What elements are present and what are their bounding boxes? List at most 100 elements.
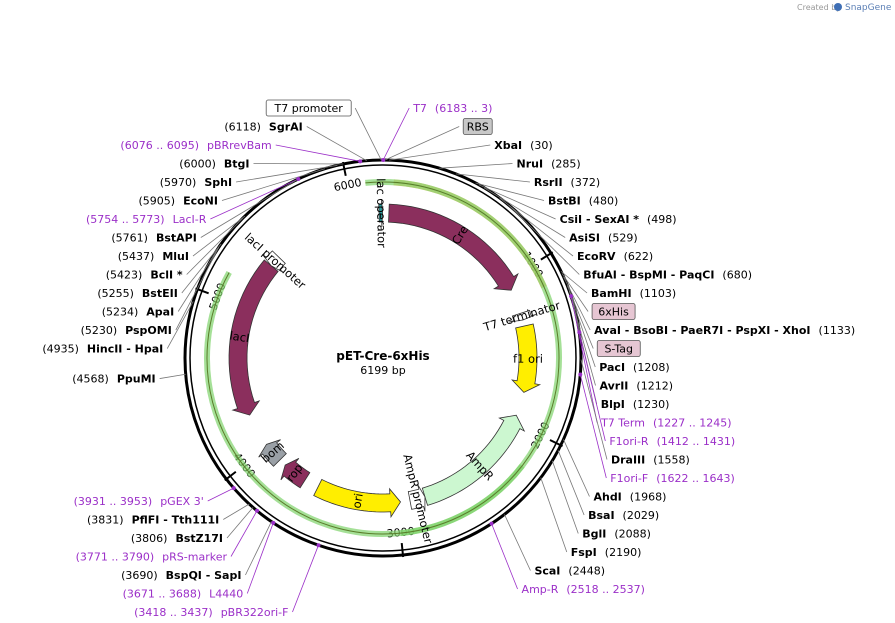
site-bstbi[interactable]: BstBI(480) [548, 195, 618, 208]
boxed-feature-s-tag[interactable] [596, 340, 641, 357]
boxed-feature-6xhis[interactable] [591, 303, 636, 320]
feature-ampr[interactable] [421, 414, 526, 506]
site-avrii[interactable]: AvrII(1212) [600, 380, 673, 393]
site-name: SgrAI [269, 121, 303, 134]
site-name: DraIII [611, 454, 645, 467]
leader-line [475, 182, 545, 201]
feature-laci[interactable] [228, 259, 279, 416]
site-name: BstAPI [156, 232, 197, 245]
site-blpi[interactable]: BlpI(1230) [601, 398, 670, 411]
site-bstz17i[interactable]: (3806)BstZ17I [131, 532, 223, 545]
site-ppumi[interactable]: (4568)PpuMI [72, 373, 155, 386]
feature-t7-terminator[interactable] [508, 309, 537, 323]
primer-amp-r[interactable]: Amp-R(2518 .. 2537) [522, 583, 645, 596]
site-mlui[interactable]: (5437)MluI [118, 250, 189, 263]
outer-arc-group [204, 179, 562, 537]
site-apai[interactable]: (5234)ApaI [102, 306, 174, 319]
primer-f1ori-f[interactable]: F1ori-F(1622 .. 1643) [610, 472, 735, 485]
site-hincii-hpai[interactable]: (4935)HincII - HpaI [42, 343, 163, 356]
site-bcli[interactable]: (5423)BclI * [106, 269, 183, 282]
site-position: (480) [589, 195, 619, 208]
site-sgrai[interactable]: (6118)SgrAI [224, 121, 302, 134]
primer-prs-marker[interactable]: (3771 .. 3790)pRS-marker [76, 551, 228, 564]
primer-range: (1622 .. 1643) [656, 472, 735, 485]
site-rsrii[interactable]: RsrII(372) [534, 176, 600, 189]
feature-laci-promoter[interactable] [262, 250, 286, 273]
feature-rop[interactable] [280, 458, 311, 489]
feature-cre[interactable] [388, 203, 519, 291]
tick-2000 [549, 439, 563, 448]
site-paci[interactable]: PacI(1208) [599, 361, 669, 374]
boxed-feature-label: RBS [467, 121, 489, 134]
tick-1000 [540, 251, 554, 261]
leader-line [563, 276, 591, 331]
site-scai[interactable]: ScaI(2448) [534, 565, 605, 578]
site-position: (1208) [633, 361, 670, 374]
boxed-feature-label: T7 promoter [274, 102, 344, 115]
site-xbai[interactable]: XbaI(30) [494, 139, 552, 152]
site-draiii[interactable]: DraIII(1558) [611, 454, 690, 467]
brand-text: SnapGene [845, 3, 892, 13]
site-pflfi-tth111i[interactable]: (3831)PflFI - Tth111I [87, 514, 219, 527]
site-fspi[interactable]: FspI(2190) [571, 546, 642, 559]
leader-line [439, 163, 513, 169]
site-pspomi[interactable]: (5230)PspOMI [81, 324, 172, 337]
site-ahdi[interactable]: AhdI(1968) [593, 491, 666, 504]
site-bstapi[interactable]: (5761)BstAPI [111, 232, 196, 245]
primer-name: F1ori-R [609, 435, 649, 448]
feature-f1-ori[interactable] [511, 323, 542, 393]
site-bfuai-bspmi-paqci[interactable]: BfuAI - BspMI - PaqCI(680) [583, 269, 752, 282]
feature-bom[interactable] [258, 439, 287, 467]
primer-mark [358, 159, 363, 164]
leader-line [382, 107, 410, 161]
primer-l4440[interactable]: (3671 .. 3688)L4440 [123, 588, 244, 601]
site-bspqi-sapi[interactable]: (3690)BspQI - SapI [121, 569, 241, 582]
feature-ori[interactable] [313, 478, 402, 519]
site-bsai[interactable]: BsaI(2029) [588, 509, 659, 522]
leader-line [306, 126, 367, 162]
site-btgi[interactable]: (6000)BtgI [179, 158, 249, 171]
site-bsteii[interactable]: (5255)BstEII [97, 287, 177, 300]
site-asisi[interactable]: AsiSI(529) [569, 232, 637, 245]
site-bgli[interactable]: BglI(2088) [582, 528, 651, 541]
site-position: (4935) [42, 343, 79, 356]
tick-4000 [224, 470, 237, 482]
primer-t7-term[interactable]: T7 Term(1227 .. 1245) [600, 417, 731, 430]
primer-range: (6076 .. 6095) [120, 139, 199, 152]
leader-line [478, 184, 556, 220]
site-avai-bsobi-paer7i-pspxi-xhoi[interactable]: AvaI - BsoBI - PaeR7I - PspXI - XhoI(113… [594, 324, 855, 337]
leader-line [504, 514, 531, 571]
feature-ampr-promoter[interactable] [407, 484, 426, 512]
primer-name: T7 Term [600, 417, 645, 430]
primer-t7[interactable]: T7(6183 .. 3) [412, 102, 492, 115]
tick-label: 6000 [333, 176, 363, 194]
primer-pbrrevbam[interactable]: (6076 .. 6095)pBRrevBam [120, 139, 271, 152]
site-sphi[interactable]: (5970)SphI [160, 176, 232, 189]
site-name: FspI [571, 546, 597, 559]
primer-f1ori-r[interactable]: F1ori-R(1412 .. 1431) [609, 435, 735, 448]
site-nrui[interactable]: NruI(285) [517, 158, 581, 171]
leader-line [236, 164, 338, 183]
boxed-feature-rbs[interactable] [462, 118, 493, 135]
site-name: AsiSI [569, 232, 600, 245]
leader-line [557, 450, 585, 516]
site-name: ScaI [534, 565, 560, 578]
primer-laci-r[interactable]: (5754 .. 5773)LacI-R [86, 213, 207, 226]
site-bamhi[interactable]: BamHI (1103) [591, 287, 676, 300]
feature-label-lac-operator: lac operator [374, 178, 389, 248]
site-position: (1103) [640, 287, 677, 300]
site-econi[interactable]: (5905)EcoNI [138, 195, 217, 208]
site-ecorv[interactable]: EcoRV(622) [577, 250, 653, 263]
leader-line [491, 523, 518, 590]
primer-pgex-3[interactable]: (3931 .. 3953)pGEX 3' [74, 495, 204, 508]
feature-lac-operator[interactable] [378, 198, 383, 228]
primer-name: L4440 [209, 588, 243, 601]
site-csii-sexai[interactable]: CsiI - SexAI *(498) [560, 213, 677, 226]
site-name: ApaI [146, 306, 174, 319]
primer-name: pBR322ori-F [221, 606, 289, 619]
primer-pbr322ori-f[interactable]: (3418 .. 3437)pBR322ori-F [134, 606, 288, 619]
boxed-feature-t7-promoter[interactable] [265, 99, 352, 117]
site-position: (3690) [121, 569, 158, 582]
site-name: BamHI [591, 287, 632, 300]
site-position: (3806) [131, 532, 168, 545]
